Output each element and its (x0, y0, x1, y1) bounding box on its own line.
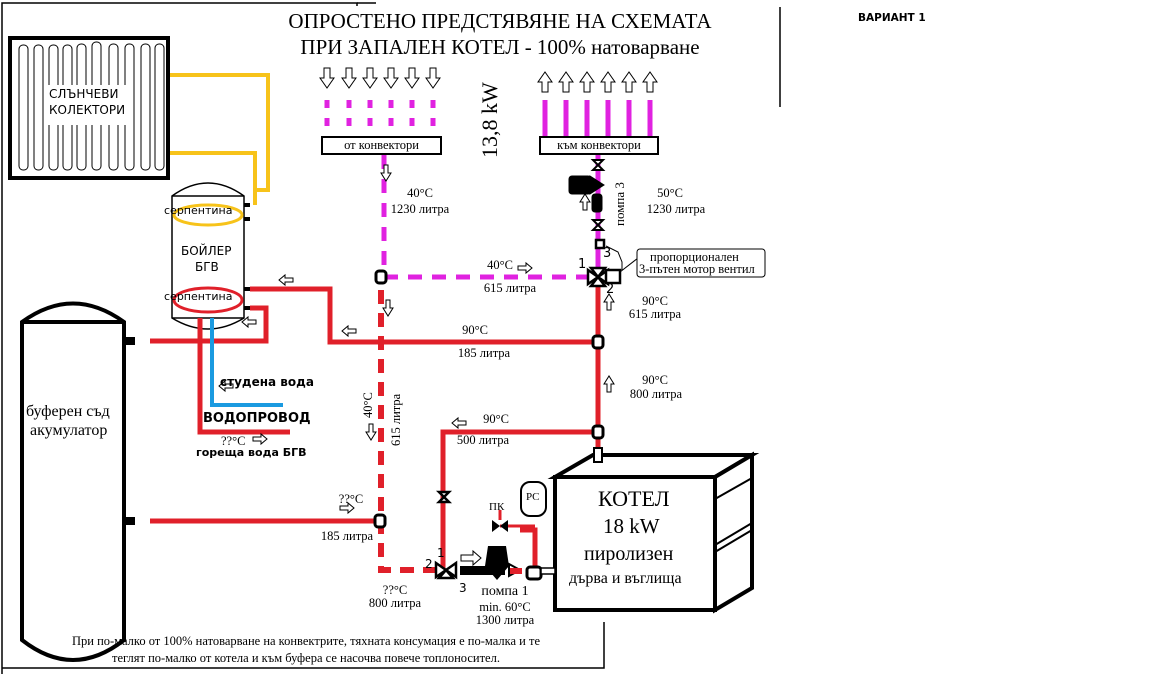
from-kotel-volume: 800 литра (629, 387, 683, 401)
solar-label-2: КОЛЕКТОРИ (49, 103, 126, 117)
mains-label: ВОДОПРОВОД (203, 411, 311, 426)
solar-coil-ellipse (172, 203, 244, 227)
boiler-tank (171, 182, 245, 330)
power-label: 13,8 kW (477, 82, 502, 158)
three-way-valve-icon (586, 238, 622, 288)
buffer-bottom-temp: ??°C (338, 492, 364, 506)
pk-label: ПК (489, 501, 505, 513)
return-pipe-dashed (378, 290, 440, 573)
pump1-icon (460, 546, 523, 580)
return-bottom-volume: 800 литра (368, 596, 422, 610)
vertical-return-temp: 40°C (361, 392, 375, 418)
hot-water-temp: ??°C (221, 434, 246, 448)
footnote-line2: теглят по-малко от котела и към буфера с… (112, 651, 500, 665)
frame (1, 2, 781, 674)
footnote: При по-малко от 100% натоварване на конв… (8, 633, 604, 667)
valve-port-2: 2 (606, 282, 615, 297)
buffer-bottom-volume: 185 литра (320, 529, 374, 543)
boiler-label-1: БОЙЛЕР (181, 244, 232, 258)
footnote-line1: При по-малко от 100% натоварване на конв… (71, 634, 541, 648)
bypass-volume: 615 литра (483, 281, 537, 295)
kotel-label-2: 18 kW (603, 514, 660, 538)
bottom-valve-icon (434, 490, 458, 580)
solar-label-1: СЛЪНЧЕВИ (49, 87, 119, 101)
valve-label-1: пропорционален (650, 250, 739, 264)
pump3-icon (568, 159, 606, 231)
hot-water-label: гореща вода БГВ (196, 446, 307, 459)
supply-conv-temp: 50°C (657, 186, 683, 200)
loop-temp: 90°C (483, 412, 509, 426)
from-kotel-temp: 90°C (642, 373, 668, 387)
valve-port2-volume: 615 литра (628, 307, 682, 321)
kotel-box (547, 451, 760, 614)
solar-collector-panel (8, 36, 170, 180)
buffer-label-1: буферен съд (26, 403, 110, 420)
buffer-top-volume: 185 литра (457, 346, 511, 360)
pump1-label: помпа 1 (481, 584, 529, 599)
variant-label: ВАРИАНТ 1 (858, 12, 926, 24)
solar-pipes (170, 73, 270, 205)
valve-port2-temp: 90°C (642, 294, 668, 308)
valve-port-3: 3 (603, 246, 612, 261)
from-convectors-box: от конвектори (321, 136, 442, 155)
return-conv-volume: 1230 литра (390, 202, 450, 216)
mix-port-1: 1 (437, 546, 445, 560)
pc-label: PC (526, 491, 540, 503)
mix-port-2: 2 (425, 557, 433, 571)
coil-bottom-label: серпентина (164, 290, 233, 303)
flow-arrows (218, 164, 615, 567)
valve-label-2: 3-пътен мотор вентил (639, 262, 755, 276)
tee-fittings (373, 269, 605, 581)
mix-port-3: 3 (459, 581, 467, 595)
to-convectors-box: към конвектори (539, 136, 659, 155)
kotel-label-4: дърва и въглища (569, 570, 682, 587)
valve-label-box (636, 248, 766, 278)
valve-port-1: 1 (578, 257, 587, 272)
bypass-temp: 40°C (487, 258, 513, 272)
heating-coil-ellipse (172, 286, 244, 314)
buffer-label-2: акумулатор (30, 422, 108, 439)
boiler-label-2: БГВ (195, 260, 219, 274)
kotel-label-1: КОТЕЛ (598, 486, 670, 511)
pump1-min-temp: min. 60°C (479, 600, 531, 614)
buffer-top-temp: 90°C (462, 323, 488, 337)
title-line1: ОПРОСТЕНО ПРЕДСТЯВЯНЕ НА СХЕМАТА (288, 9, 712, 33)
supply-conv-volume: 1230 литра (646, 202, 706, 216)
convector-arrows (319, 67, 658, 93)
cold-water-pipe (210, 318, 283, 407)
coil-top-label: серпентина (164, 204, 233, 217)
return-conv-temp: 40°C (407, 186, 433, 200)
pump3-label: помпа 3 (612, 182, 627, 226)
vertical-return-volume: 615 литра (389, 393, 403, 446)
title-line2: ПРИ ЗАПАЛЕН КОТЕЛ - 100% натоварване (300, 35, 700, 59)
buffer-tank (20, 301, 126, 662)
expansion-vessel (520, 481, 547, 517)
pump1-volume: 1300 литра (475, 613, 535, 627)
convector-pipes (324, 100, 653, 280)
return-bottom-temp: ??°C (382, 583, 408, 597)
kotel-label-3: пиролизен (584, 543, 674, 565)
loop-volume: 500 литра (456, 433, 510, 447)
cold-water-label: студена вода (220, 375, 314, 389)
safety-valve-icon (492, 520, 508, 532)
